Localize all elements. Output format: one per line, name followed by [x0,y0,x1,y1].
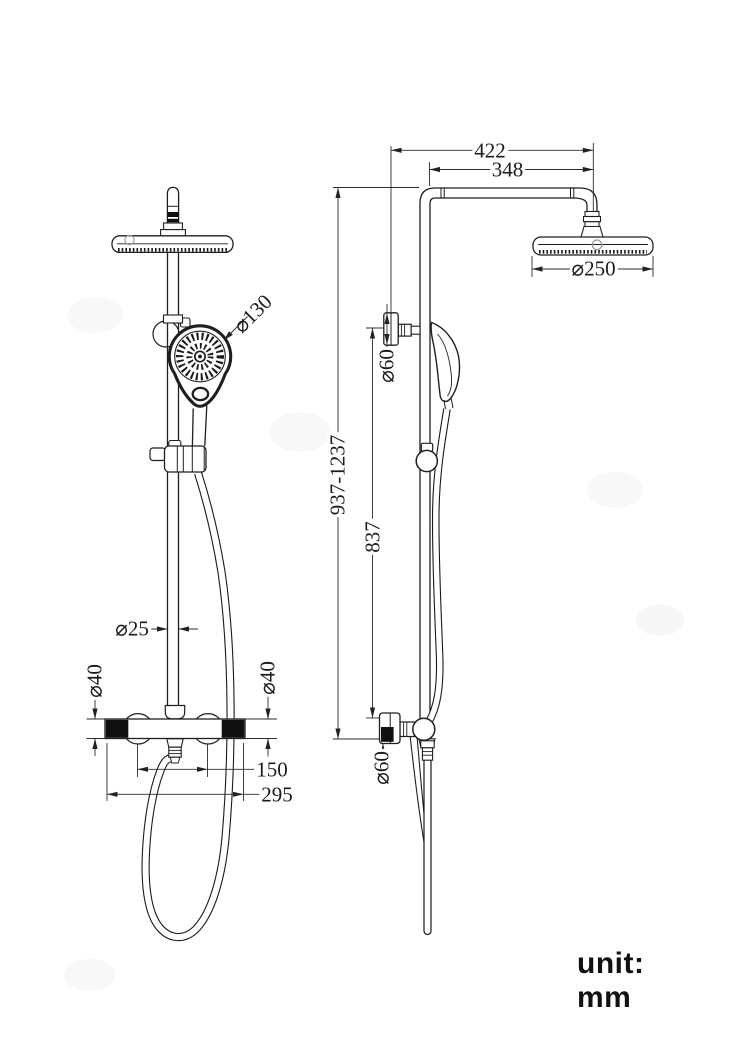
valve-handle-left [105,719,129,738]
dimension-arrows [92,147,653,797]
shower-hose-front [141,471,235,942]
rail-pipe-front [166,252,180,707]
watermark-smudges [64,297,684,991]
valve-body-front [104,704,246,764]
side-view [378,187,654,936]
dia-60-top-label: ⌀60 [374,347,398,385]
hand-shower-handle [191,405,208,447]
overhead-shower-side [532,210,654,256]
overhead-shower-front [111,186,234,254]
dim-295-label: 295 [259,782,295,807]
dia-60-bottom-label: ⌀60 [369,748,393,787]
height-range-label: 937-1237 [325,432,349,518]
dia-250-label: ⌀250 [569,256,618,281]
hand-shower-side [430,321,461,413]
riser-and-arm-side [419,187,598,723]
valve-handle-right [221,719,245,738]
front-view [104,186,246,942]
slider-clamp-front [149,439,207,473]
unit-label: unit: mm [577,947,645,1014]
dia-40-right-label: ⌀40 [255,658,280,697]
hand-shower-hook-hole [191,386,210,402]
dim-150-label: 150 [254,757,290,781]
dia-40-left-label: ⌀40 [82,661,107,700]
dia-25-label: ⌀25 [113,616,151,641]
rail-collar [162,314,184,324]
wall-bracket-top [383,312,421,346]
dim-348-label: 348 [489,157,526,182]
dim-422-label: 422 [472,138,508,162]
overhead-disk-side [532,236,654,256]
slider-clamp-side [415,442,439,473]
hand-shower-front [167,324,233,408]
dim-837-label: 837 [360,519,384,555]
shower-hose-side [425,408,451,724]
wall-bracket-bottom [378,712,436,761]
